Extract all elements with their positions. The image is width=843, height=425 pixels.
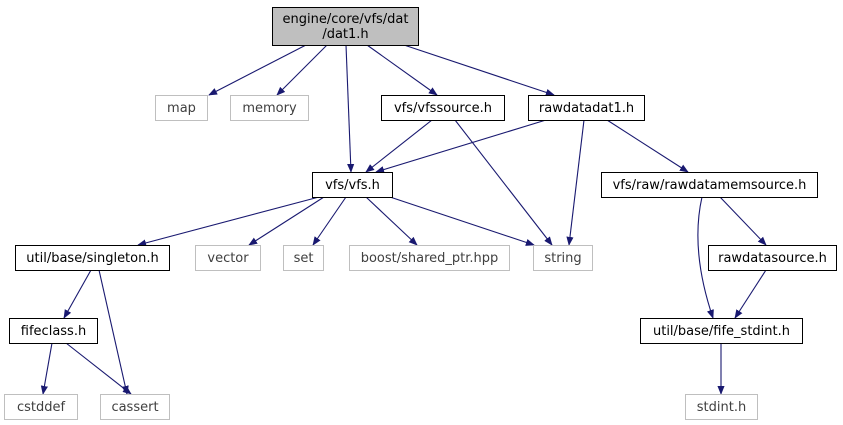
edge-dat1-to-vfs bbox=[345, 44, 355, 173]
node-string: string bbox=[533, 245, 593, 271]
node-cassert: cassert bbox=[100, 394, 170, 420]
node-box bbox=[195, 245, 261, 271]
node-dat1[interactable]: engine/core/vfs/dat/dat1.h bbox=[272, 7, 419, 46]
edge-dat1-to-vfssource bbox=[366, 44, 438, 96]
node-label: string bbox=[544, 251, 581, 266]
edge-singleton-to-fifeclass bbox=[63, 269, 92, 319]
node-label: rawdatasource.h bbox=[718, 251, 827, 266]
node-label: stdint.h bbox=[697, 400, 746, 415]
node-box bbox=[155, 95, 208, 121]
node-rawdatadat1[interactable]: rawdatadat1.h bbox=[528, 95, 645, 121]
edge-dat1-to-rawdatadat1 bbox=[403, 44, 555, 96]
node-set: set bbox=[283, 245, 324, 271]
edge-rawdatamemsource-to-rawdatasource bbox=[719, 196, 767, 246]
node-box bbox=[283, 245, 324, 271]
edge-singleton-to-cassert bbox=[98, 269, 129, 395]
edge-vfssource-to-string bbox=[454, 119, 553, 246]
edge-fifeclass-to-cstddef bbox=[40, 342, 53, 395]
node-label: /dat1.h bbox=[322, 27, 368, 42]
node-rawdatasource[interactable]: rawdatasource.h bbox=[708, 245, 837, 271]
node-label: vector bbox=[207, 251, 249, 266]
node-box bbox=[528, 95, 645, 121]
edge-vfs-to-vector bbox=[248, 196, 325, 246]
node-box bbox=[9, 318, 98, 344]
node-cstddef: cstddef bbox=[4, 394, 78, 420]
graph-nodes: engine/core/vfs/dat/dat1.h map memory vfs/v… bbox=[4, 7, 837, 420]
node-singleton[interactable]: util/base/singleton.h bbox=[15, 245, 170, 271]
edge-rawdatadat1-to-string bbox=[566, 119, 585, 246]
node-fifeclass[interactable]: fifeclass.h bbox=[9, 318, 98, 344]
edge-fifeclass-to-cassert bbox=[65, 342, 132, 395]
node-box bbox=[708, 245, 837, 271]
node-memory: memory bbox=[230, 95, 309, 121]
edge-vfs-to-shared_ptr bbox=[365, 196, 418, 246]
edge-rawdatadat1-to-vfs bbox=[375, 119, 547, 174]
node-box bbox=[312, 172, 393, 198]
edge-vfssource-to-vfs bbox=[365, 119, 433, 173]
edge-rawdatadat1-to-rawdatamemsource bbox=[606, 119, 689, 173]
node-map: map bbox=[155, 95, 208, 121]
edge-rawdatasource-to-fife_stdint bbox=[734, 269, 767, 319]
node-box bbox=[601, 172, 818, 198]
node-shared_ptr: boost/shared_ptr.hpp bbox=[349, 245, 510, 271]
node-box bbox=[100, 394, 170, 420]
node-label: set bbox=[294, 251, 314, 266]
node-box bbox=[230, 95, 309, 121]
node-fife_stdint[interactable]: util/base/fife_stdint.h bbox=[640, 318, 803, 344]
node-box bbox=[381, 95, 505, 121]
node-box bbox=[15, 245, 170, 271]
node-box bbox=[272, 7, 419, 46]
node-vector: vector bbox=[195, 245, 261, 271]
node-box bbox=[4, 394, 78, 420]
edge-vfs-to-string bbox=[389, 196, 535, 246]
node-label: rawdatadat1.h bbox=[539, 101, 634, 116]
node-label: memory bbox=[242, 101, 297, 116]
node-label: cstddef bbox=[17, 400, 66, 415]
node-vfs[interactable]: vfs/vfs.h bbox=[312, 172, 393, 198]
edge-rawdatamemsource-to-fife_stdint bbox=[697, 196, 714, 319]
node-label: vfs/vfssource.h bbox=[394, 101, 492, 116]
node-label: vfs/raw/rawdatamemsource.h bbox=[613, 178, 807, 193]
node-box bbox=[640, 318, 803, 344]
node-label: cassert bbox=[111, 400, 158, 415]
edge-vfs-to-singleton bbox=[137, 196, 320, 247]
node-box bbox=[685, 394, 758, 420]
node-label: util/base/singleton.h bbox=[26, 251, 158, 266]
node-label: boost/shared_ptr.hpp bbox=[361, 251, 499, 266]
node-label: map bbox=[167, 101, 196, 116]
node-label: engine/core/vfs/dat bbox=[283, 12, 409, 27]
edge-vfs-to-set bbox=[312, 196, 347, 246]
node-label: util/base/fife_stdint.h bbox=[653, 324, 790, 339]
edge-dat1-to-map bbox=[208, 44, 307, 96]
edge-dat1-to-memory bbox=[276, 44, 328, 96]
node-label: fifeclass.h bbox=[21, 324, 86, 339]
graph-edges bbox=[40, 44, 767, 395]
node-rawdatamemsource[interactable]: vfs/raw/rawdatamemsource.h bbox=[601, 172, 818, 198]
node-vfssource[interactable]: vfs/vfssource.h bbox=[381, 95, 505, 121]
node-label: vfs/vfs.h bbox=[325, 178, 380, 193]
node-box bbox=[349, 245, 510, 271]
node-box bbox=[533, 245, 593, 271]
node-stdint: stdint.h bbox=[685, 394, 758, 420]
